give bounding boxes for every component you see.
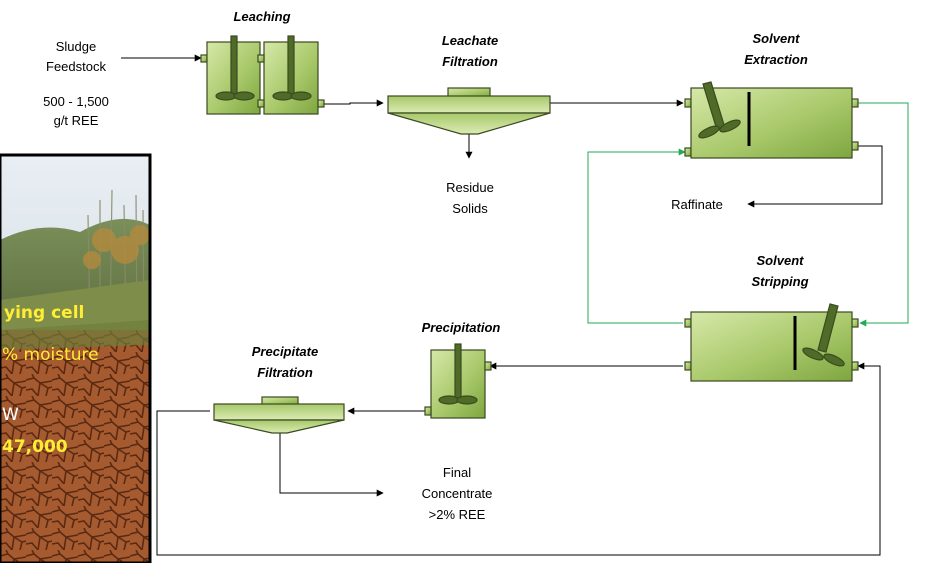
leachate-filtration-label-line1: Leachate	[442, 33, 498, 48]
leaching-label: Leaching	[233, 9, 290, 24]
feed-label-line1: Sludge	[56, 39, 96, 54]
precipitation-tank	[425, 344, 491, 418]
precipitate-filter	[214, 397, 344, 433]
final-concentrate-line1: Final	[443, 465, 471, 480]
final-concentrate-line3: >2% REE	[429, 507, 486, 522]
solvent-extraction-label-line1: Solvent	[753, 31, 801, 46]
photo-caption-line2: % moisture	[2, 345, 99, 365]
solvent-stripping-unit	[685, 304, 858, 381]
final-concentrate-line2: Concentrate	[422, 486, 493, 501]
precipitation-label: Precipitation	[422, 320, 501, 335]
leaching-tanks	[201, 36, 324, 114]
drying-cell-photo: ying cell % moisture W 47,000	[0, 155, 150, 563]
residue-label-line1: Residue	[446, 180, 494, 195]
photo-caption-line1: ying cell	[4, 303, 84, 323]
solvent-extraction-unit	[685, 82, 858, 158]
feed-grade-line2: g/t REE	[54, 113, 99, 128]
precipitate-filtration-label-line1: Precipitate	[252, 344, 318, 359]
solvent-extraction-label-line2: Extraction	[744, 52, 808, 67]
raffinate-label: Raffinate	[671, 197, 723, 212]
leachate-filter	[388, 88, 550, 134]
residue-label-line2: Solids	[452, 201, 488, 216]
feed-grade-line1: 500 - 1,500	[43, 94, 109, 109]
leachate-filtration-label-line2: Filtration	[442, 54, 498, 69]
feed-label-line2: Feedstock	[46, 59, 106, 74]
photo-caption-line3: W	[2, 405, 19, 425]
precipitate-filtration-label-line2: Filtration	[257, 365, 313, 380]
solvent-stripping-label-line1: Solvent	[757, 253, 805, 268]
photo-caption-line4: 47,000	[2, 437, 68, 457]
solvent-stripping-label-line2: Stripping	[751, 274, 808, 289]
